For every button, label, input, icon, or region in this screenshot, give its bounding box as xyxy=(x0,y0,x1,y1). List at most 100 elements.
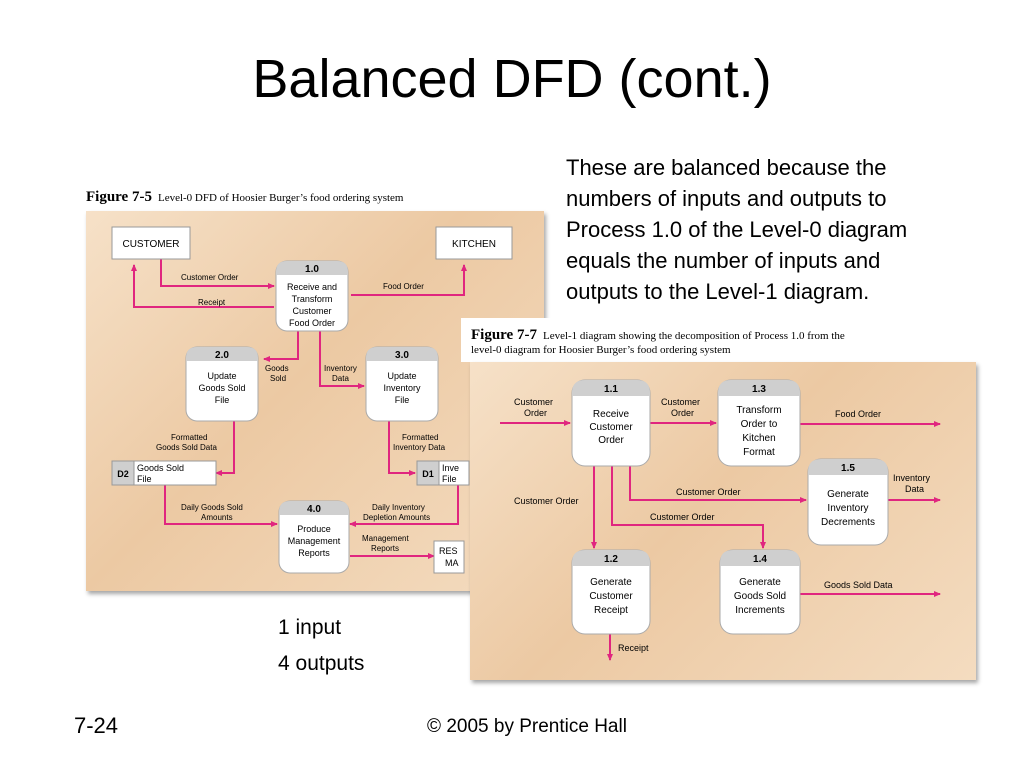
process-label: Order xyxy=(598,435,624,446)
flow-label: Food Order xyxy=(383,282,424,291)
entity-restaurant-manager: RES MA xyxy=(433,540,465,574)
process-id: 1.2 xyxy=(604,554,618,565)
flow-label: Reports xyxy=(371,544,399,553)
process-1-2: 1.2 Generate Customer Receipt xyxy=(571,549,651,635)
process-label: Customer xyxy=(589,591,633,602)
entity-label: RES xyxy=(439,546,458,556)
flow-label: Customer Order xyxy=(676,487,741,497)
flow-label: Receipt xyxy=(618,643,649,653)
figure-caption-text: Level-1 diagram showing the decompositio… xyxy=(542,330,845,342)
flow-label: Inventory xyxy=(893,473,931,483)
output-count: 4 outputs xyxy=(278,652,365,675)
figure-caption-text: level-0 diagram for Hoosier Burger’s foo… xyxy=(471,344,731,356)
process-label: Food Order xyxy=(289,318,335,328)
flow-label: Goods xyxy=(265,364,289,373)
flow-arrow xyxy=(351,264,467,296)
process-id: 3.0 xyxy=(395,350,409,361)
store-label: File xyxy=(137,474,152,484)
process-2-0: 2.0 Update Goods Sold File xyxy=(185,346,259,422)
figure-caption-text: Level-0 DFD of Hoosier Burger’s food ord… xyxy=(157,192,404,204)
process-label: Reports xyxy=(298,548,330,558)
explanation-line: numbers of inputs and outputs to xyxy=(566,186,887,211)
flow-label: Sold xyxy=(270,374,286,383)
flow-label: Food Order xyxy=(835,409,881,419)
store-label: Goods Sold xyxy=(137,463,184,473)
flow-label: Order xyxy=(524,408,547,418)
flow-label: Management xyxy=(362,534,409,543)
process-label: Management xyxy=(288,536,341,546)
process-3-0: 3.0 Update Inventory File xyxy=(365,346,439,422)
flow-label: Data xyxy=(332,374,349,383)
flow-label: Customer Order xyxy=(181,273,239,282)
page-number: 7-24 xyxy=(74,713,119,738)
process-label: Produce xyxy=(297,524,331,534)
process-id: 1.1 xyxy=(604,384,618,395)
flow-label: Customer Order xyxy=(514,496,579,506)
process-id: 1.4 xyxy=(753,554,767,565)
store-id: D1 xyxy=(422,469,434,479)
flow-arrow xyxy=(263,331,299,362)
process-label: Goods Sold xyxy=(734,591,786,602)
explanation-line: Process 1.0 of the Level-0 diagram xyxy=(566,217,908,242)
process-label: Format xyxy=(743,447,775,458)
entity-customer: CUSTOMER xyxy=(111,226,191,260)
data-store-d1: D1 Inve File xyxy=(416,460,470,486)
process-label: Goods Sold xyxy=(198,383,245,393)
flow-label: Data xyxy=(905,484,924,494)
entity-kitchen: KITCHEN xyxy=(435,226,513,260)
process-label: Inventory xyxy=(827,503,868,514)
figure-label: Figure 7-5 xyxy=(86,189,152,205)
store-label: Inve xyxy=(442,463,459,473)
process-label: File xyxy=(215,395,230,405)
flow-label: Inventory Data xyxy=(393,443,446,452)
process-label: Customer xyxy=(292,306,331,316)
flow-label: Goods Sold Data xyxy=(156,443,217,452)
flow-label: Amounts xyxy=(201,513,233,522)
figure-7-7-diagram: 1.1 Receive Customer Order 1.3 Transform… xyxy=(470,362,976,680)
process-label: Increments xyxy=(735,605,784,616)
level-1-dfd: 1.1 Receive Customer Order 1.3 Transform… xyxy=(500,379,941,661)
process-1-5: 1.5 Generate Inventory Decrements xyxy=(807,458,889,546)
flow-label: Customer xyxy=(514,397,553,407)
flow-label: Formatted xyxy=(402,433,438,442)
process-label: Generate xyxy=(827,489,869,500)
figure-7-7-caption: Figure 7-7 Level-1 diagram showing the de… xyxy=(461,318,979,362)
process-label: Customer xyxy=(589,422,633,433)
flow-arrow xyxy=(215,421,235,476)
process-label: File xyxy=(395,395,410,405)
process-label: Decrements xyxy=(821,517,875,528)
entity-label: CUSTOMER xyxy=(122,239,179,250)
flow-label: Inventory xyxy=(324,364,357,373)
flow-arrow xyxy=(611,466,766,549)
copyright: © 2005 by Prentice Hall xyxy=(427,716,627,737)
process-label: Transform xyxy=(736,405,781,416)
flow-label: Formatted xyxy=(171,433,207,442)
input-count: 1 input xyxy=(278,616,342,639)
process-id: 1.0 xyxy=(305,264,319,275)
process-label: Generate xyxy=(739,577,781,588)
process-label: Receipt xyxy=(594,605,628,616)
process-1-4: 1.4 Generate Goods Sold Increments xyxy=(719,549,801,635)
flow-arrow xyxy=(319,331,365,389)
entity-label: MA xyxy=(445,558,459,568)
figure-label: Figure 7-7 xyxy=(471,327,537,343)
process-label: Update xyxy=(207,371,236,381)
process-label: Transform xyxy=(292,294,333,304)
flow-label: Goods Sold Data xyxy=(824,580,893,590)
store-label: File xyxy=(442,474,457,484)
flow-label: Daily Goods Sold xyxy=(181,503,243,512)
flow-arrow xyxy=(164,483,278,527)
explanation-line: These are balanced because the xyxy=(566,155,887,180)
process-label: Inventory xyxy=(383,383,421,393)
process-label: Order to xyxy=(741,419,778,430)
flow-label: Depletion Amounts xyxy=(363,513,430,522)
data-store-d2: D2 Goods Sold File xyxy=(111,460,217,486)
level-0-dfd: CUSTOMER KITCHEN RES MA 1.0 Receive and … xyxy=(111,226,513,574)
process-id: 2.0 xyxy=(215,350,229,361)
flow-label: Customer Order xyxy=(650,512,715,522)
slide-title: Balanced DFD (cont.) xyxy=(252,49,772,109)
process-1-3: 1.3 Transform Order to Kitchen Format xyxy=(717,379,801,467)
entity-label: KITCHEN xyxy=(452,239,496,250)
process-label: Generate xyxy=(590,577,632,588)
flow-arrow xyxy=(629,466,807,503)
